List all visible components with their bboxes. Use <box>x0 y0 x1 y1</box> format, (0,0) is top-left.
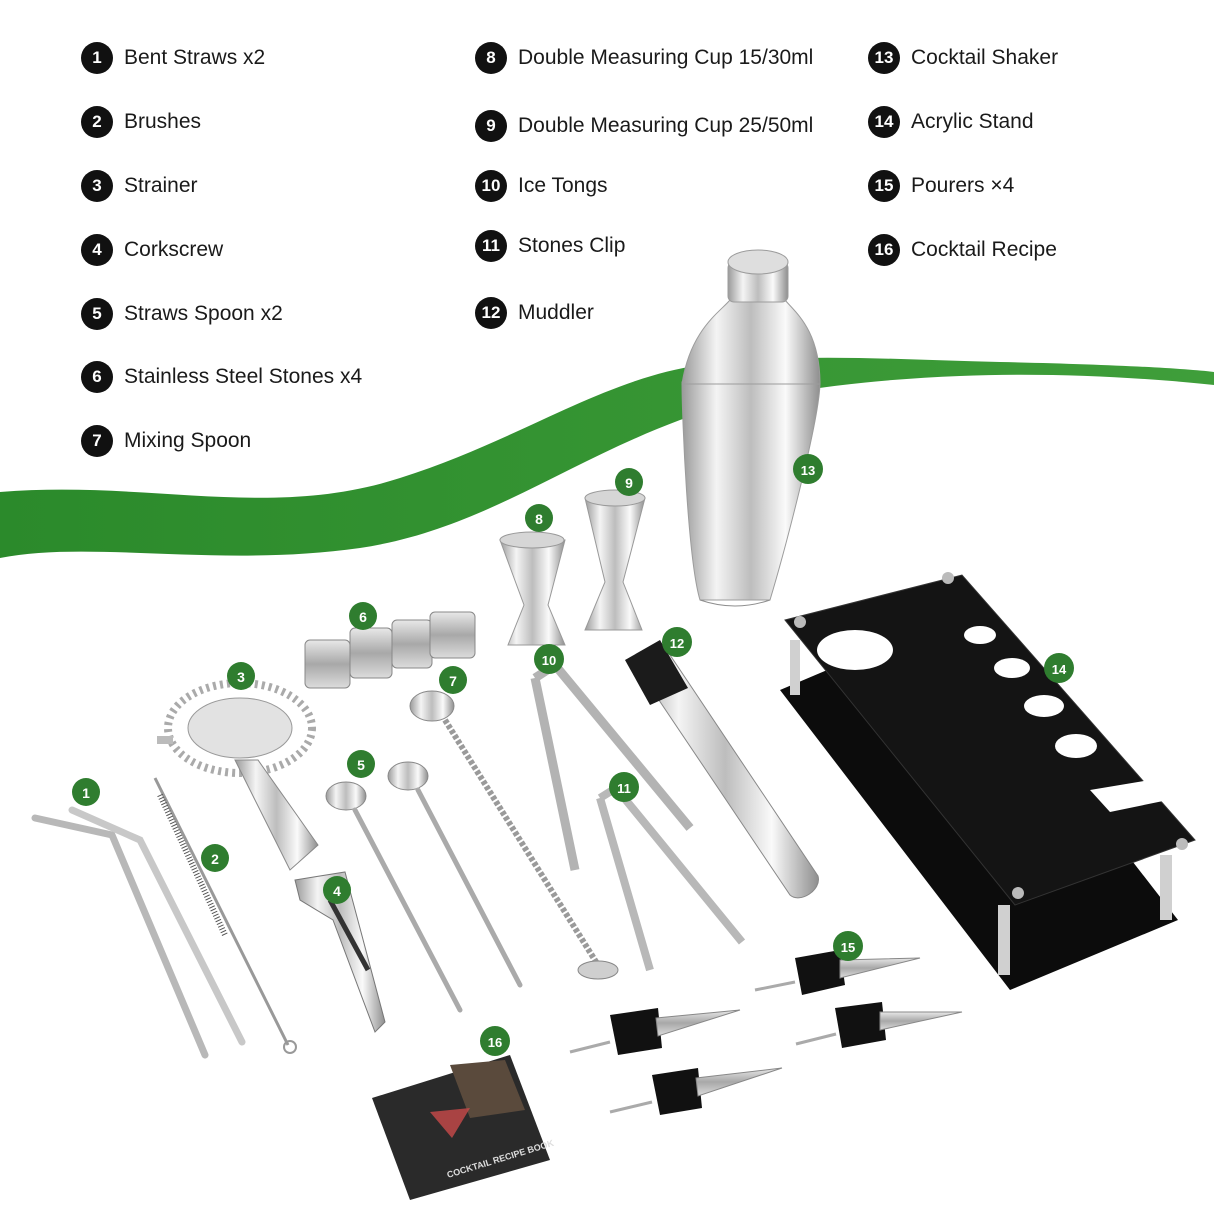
legend-item-5: 5 Straws Spoon x2 <box>81 297 283 331</box>
straw-spoons <box>325 761 523 1013</box>
photo-badge-13: 13 <box>793 454 823 484</box>
legend-label: Ice Tongs <box>518 174 608 197</box>
legend-item-10: 10 Ice Tongs <box>475 169 608 203</box>
photo-badge-2: 2 <box>201 844 229 872</box>
photo-badge-15: 15 <box>833 931 863 961</box>
legend-item-8: 8 Double Measuring Cup 15/30ml <box>475 41 813 75</box>
svg-text:13: 13 <box>801 463 815 478</box>
legend-label: Double Measuring Cup 25/50ml <box>518 114 814 137</box>
svg-text:15: 15 <box>841 940 855 955</box>
svg-text:2: 2 <box>211 851 219 867</box>
photo-badge-11: 11 <box>609 772 639 802</box>
svg-text:1: 1 <box>82 785 90 801</box>
svg-text:11: 11 <box>617 781 631 796</box>
svg-text:16: 16 <box>488 1035 502 1050</box>
legend-label: Bent Straws x2 <box>124 46 266 69</box>
legend-label: Mixing Spoon <box>124 429 252 452</box>
hawthorne-strainer <box>157 679 319 871</box>
photo-badges: 1 2 3 4 5 6 7 8 9 10 11 12 13 14 15 16 <box>72 454 1074 1056</box>
green-wave-band <box>0 357 1214 558</box>
bent-straws <box>31 806 246 1059</box>
number-badge-icon: 4 <box>81 234 113 266</box>
steel-stones <box>304 611 476 689</box>
photo-badge-12: 12 <box>662 627 692 657</box>
photo-badge-7: 7 <box>439 666 467 694</box>
photo-badge-5: 5 <box>347 750 375 778</box>
muddler <box>625 640 819 899</box>
jigger-15-30ml <box>499 531 566 646</box>
svg-text:5: 5 <box>357 757 365 773</box>
photo-badge-10: 10 <box>534 644 564 674</box>
number-badge-icon: 6 <box>81 361 113 393</box>
number-badge-icon: 8 <box>475 42 507 74</box>
legend-label: Strainer <box>124 174 198 197</box>
photo-badge-4: 4 <box>323 876 351 904</box>
svg-text:6: 6 <box>359 609 367 625</box>
photo-badge-3: 3 <box>227 662 255 690</box>
number-badge-icon: 14 <box>868 106 900 138</box>
svg-text:7: 7 <box>449 673 457 689</box>
legend-item-7: 7 Mixing Spoon <box>81 424 251 458</box>
number-badge-icon: 10 <box>475 170 507 202</box>
legend-label: Stones Clip <box>518 234 626 257</box>
number-badge-icon: 16 <box>868 234 900 266</box>
number-badge-icon: 11 <box>475 230 507 262</box>
legend-label: Pourers ×4 <box>911 174 1015 197</box>
legend-label: Acrylic Stand <box>911 110 1034 133</box>
recipe-book: COCKTAIL RECIPE BOOK <box>372 1055 555 1200</box>
number-badge-icon: 12 <box>475 297 507 329</box>
legend-item-11: 11 Stones Clip <box>475 229 625 263</box>
photo-badge-16: 16 <box>480 1026 510 1056</box>
number-badge-icon: 1 <box>81 42 113 74</box>
legend-item-13: 13 Cocktail Shaker <box>868 41 1058 75</box>
svg-text:4: 4 <box>333 883 341 899</box>
number-badge-icon: 13 <box>868 42 900 74</box>
legend-label: Muddler <box>518 301 594 324</box>
legend-item-2: 2 Brushes <box>81 105 201 139</box>
legend-item-14: 14 Acrylic Stand <box>868 105 1034 139</box>
number-badge-icon: 3 <box>81 170 113 202</box>
photo-badge-1: 1 <box>72 778 100 806</box>
svg-text:9: 9 <box>625 475 633 491</box>
legend-item-1: 1 Bent Straws x2 <box>81 41 265 75</box>
svg-text:3: 3 <box>237 669 245 685</box>
mixing-spoon <box>409 690 619 980</box>
legend-label: Cocktail Recipe <box>911 238 1057 261</box>
legend-item-3: 3 Strainer <box>81 169 198 203</box>
number-badge-icon: 7 <box>81 425 113 457</box>
legend-label: Cocktail Shaker <box>911 46 1059 69</box>
number-badge-icon: 5 <box>81 298 113 330</box>
jigger-25-50ml <box>584 489 646 631</box>
svg-text:12: 12 <box>670 636 684 651</box>
legend-item-9: 9 Double Measuring Cup 25/50ml <box>475 109 813 143</box>
photo-badge-6: 6 <box>349 602 377 630</box>
svg-text:14: 14 <box>1052 662 1067 677</box>
legend-item-4: 4 Corkscrew <box>81 233 223 267</box>
number-badge-icon: 2 <box>81 106 113 138</box>
legend-label: Brushes <box>124 110 202 133</box>
legend-item-15: 15 Pourers ×4 <box>868 169 1014 203</box>
legend-item-12: 12 Muddler <box>475 296 594 330</box>
acrylic-stand <box>780 572 1196 990</box>
cocktail-shaker <box>681 249 821 607</box>
photo-badge-14: 14 <box>1044 653 1074 683</box>
number-badge-icon: 15 <box>868 170 900 202</box>
legend-label: Corkscrew <box>124 238 224 261</box>
pourers <box>569 950 963 1115</box>
stones-clip <box>596 784 746 972</box>
legend-label: Stainless Steel Stones x4 <box>124 365 363 388</box>
legend-item-16: 16 Cocktail Recipe <box>868 233 1057 267</box>
number-badge-icon: 9 <box>475 110 507 142</box>
straw-brush <box>153 777 297 1054</box>
corkscrew <box>294 871 386 1033</box>
legend-label: Double Measuring Cup 15/30ml <box>518 46 814 69</box>
legend-item-6: 6 Stainless Steel Stones x4 <box>81 360 362 394</box>
photo-badge-8: 8 <box>525 504 553 532</box>
svg-text:10: 10 <box>542 653 556 668</box>
svg-text:8: 8 <box>535 511 543 527</box>
legend-label: Straws Spoon x2 <box>124 302 283 325</box>
photo-badge-9: 9 <box>615 468 643 496</box>
